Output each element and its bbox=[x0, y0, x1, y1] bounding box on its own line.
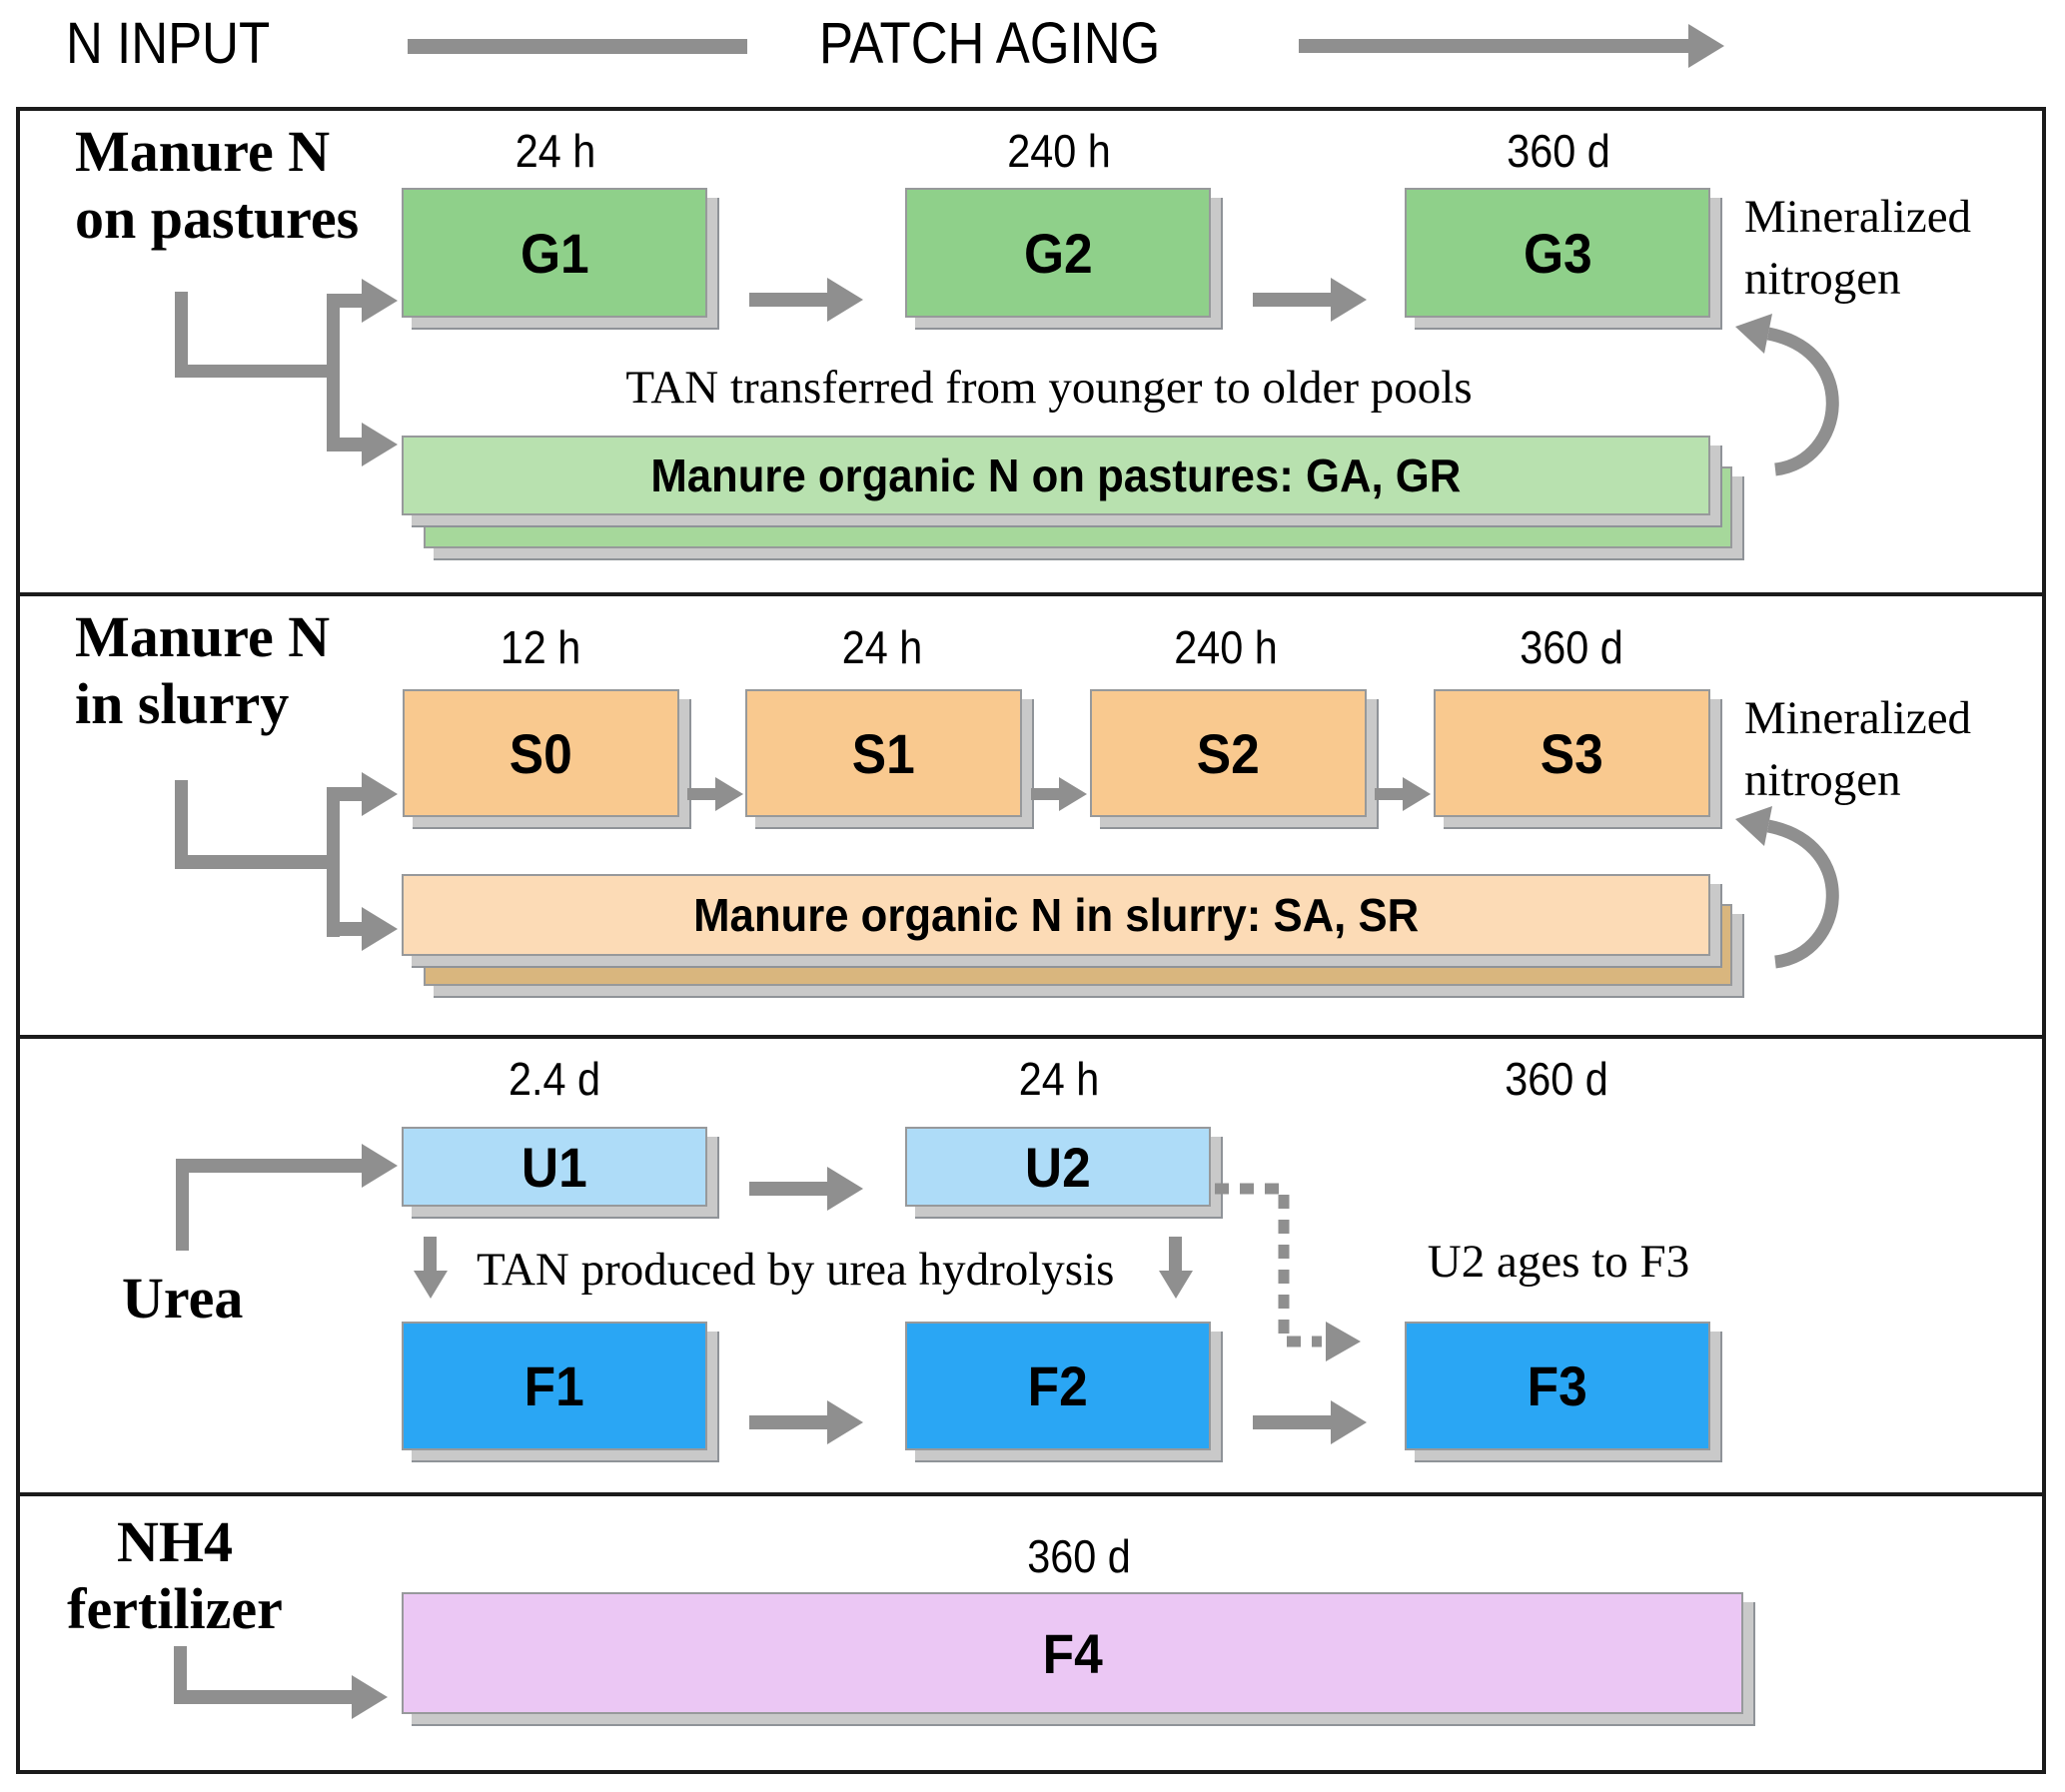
slurry-input-riser bbox=[327, 787, 340, 937]
slurry-branch-arrow-bottom-icon bbox=[340, 922, 362, 936]
slurry-time-12h: 12 h bbox=[500, 621, 581, 673]
patch-aging-heading: PATCH AGING bbox=[819, 11, 1161, 76]
nh4-input-arrow-icon bbox=[174, 1690, 352, 1704]
urea-input-arrow-icon bbox=[176, 1159, 362, 1173]
n-input-heading: N INPUT bbox=[66, 11, 271, 76]
flow-arrow-g1-g2-icon bbox=[749, 293, 827, 307]
pool-F3: F3 bbox=[1405, 1322, 1710, 1450]
slurry-mineralization-curve-arrow-icon bbox=[1735, 806, 1839, 969]
pool-G3: G3 bbox=[1405, 188, 1710, 318]
slurry-branch-arrow-top-icon bbox=[340, 787, 362, 801]
pool-S2: S2 bbox=[1090, 689, 1367, 817]
panel-divider-1 bbox=[20, 592, 2042, 596]
flow-arrow-f2-f3-icon bbox=[1253, 1415, 1331, 1429]
flow-arrow-s0-s1-icon bbox=[687, 788, 715, 800]
pool-S3: S3 bbox=[1434, 689, 1710, 817]
slurry-time-24h: 24 h bbox=[841, 621, 923, 673]
pastures-time-360d: 360 d bbox=[1507, 125, 1610, 177]
pastures-row-label: Manure N on pastures bbox=[75, 119, 360, 251]
flow-arrow-g2-g3-icon bbox=[1253, 293, 1331, 307]
pastures-input-stem bbox=[175, 292, 188, 378]
slurry-row-label: Manure N in slurry bbox=[75, 604, 331, 736]
pool-G1: G1 bbox=[402, 188, 707, 318]
pool-manure-organic-slurry: Manure organic N in slurry: SA, SR bbox=[402, 874, 1710, 956]
hydrolysis-note: TAN produced by urea hydrolysis bbox=[477, 1244, 1115, 1296]
panel-divider-3 bbox=[20, 1492, 2042, 1496]
urea-input-stem bbox=[176, 1159, 189, 1251]
slurry-input-stem bbox=[175, 780, 188, 869]
pool-U2: U2 bbox=[905, 1127, 1211, 1207]
slurry-time-360d: 360 d bbox=[1520, 621, 1623, 673]
pool-F1: F1 bbox=[402, 1322, 707, 1450]
pool-F4: F4 bbox=[402, 1592, 1743, 1714]
tan-transfer-note: TAN transferred from younger to older po… bbox=[625, 362, 1473, 414]
pool-U1: U1 bbox=[402, 1127, 707, 1207]
aging-note: U2 ages to F3 bbox=[1427, 1236, 1690, 1288]
pool-F2: F2 bbox=[905, 1322, 1211, 1450]
pool-manure-organic-pastures: Manure organic N on pastures: GA, GR bbox=[402, 436, 1710, 515]
pastures-input-trunk bbox=[175, 365, 340, 378]
u2-to-f3-dashed-arrow-icon bbox=[1215, 1183, 1361, 1361]
pool-S1: S1 bbox=[745, 689, 1022, 817]
pastures-input-riser bbox=[327, 294, 340, 451]
flow-arrow-s2-s3-icon bbox=[1375, 788, 1403, 800]
pastures-time-240h: 240 h bbox=[1007, 125, 1111, 177]
pool-S0: S0 bbox=[403, 689, 679, 817]
slurry-mineralized-note: Mineralized nitrogen bbox=[1744, 692, 1972, 806]
hydrolysis-down-arrow-right-icon bbox=[1169, 1237, 1182, 1271]
nh4-row-label: NH4 fertilizer bbox=[67, 1509, 283, 1641]
urea-row-label: Urea bbox=[122, 1266, 244, 1331]
urea-time-2-4d: 2.4 d bbox=[508, 1053, 601, 1105]
pastures-time-24h: 24 h bbox=[515, 125, 596, 177]
slurry-input-trunk bbox=[175, 855, 340, 869]
urea-time-360d: 360 d bbox=[1505, 1053, 1608, 1105]
pastures-mineralization-curve-arrow-icon bbox=[1735, 314, 1839, 476]
nh4-time-360d: 360 d bbox=[1027, 1530, 1131, 1582]
flow-arrow-s1-s2-icon bbox=[1031, 788, 1059, 800]
slurry-time-240h: 240 h bbox=[1174, 621, 1278, 673]
flow-arrow-f1-f2-icon bbox=[749, 1415, 827, 1429]
hydrolysis-down-arrow-left-icon bbox=[424, 1237, 437, 1271]
n-input-line bbox=[408, 39, 747, 54]
pastures-branch-arrow-bottom-icon bbox=[340, 438, 362, 451]
urea-time-24h: 24 h bbox=[1018, 1053, 1100, 1105]
patch-aging-right-arrow-icon bbox=[1299, 39, 1688, 53]
flow-arrow-u1-u2-icon bbox=[749, 1182, 827, 1196]
pool-G2: G2 bbox=[905, 188, 1211, 318]
pastures-branch-arrow-top-icon bbox=[340, 294, 362, 308]
panel-divider-2 bbox=[20, 1035, 2042, 1039]
pastures-mineralized-note: Mineralized nitrogen bbox=[1744, 191, 1972, 305]
